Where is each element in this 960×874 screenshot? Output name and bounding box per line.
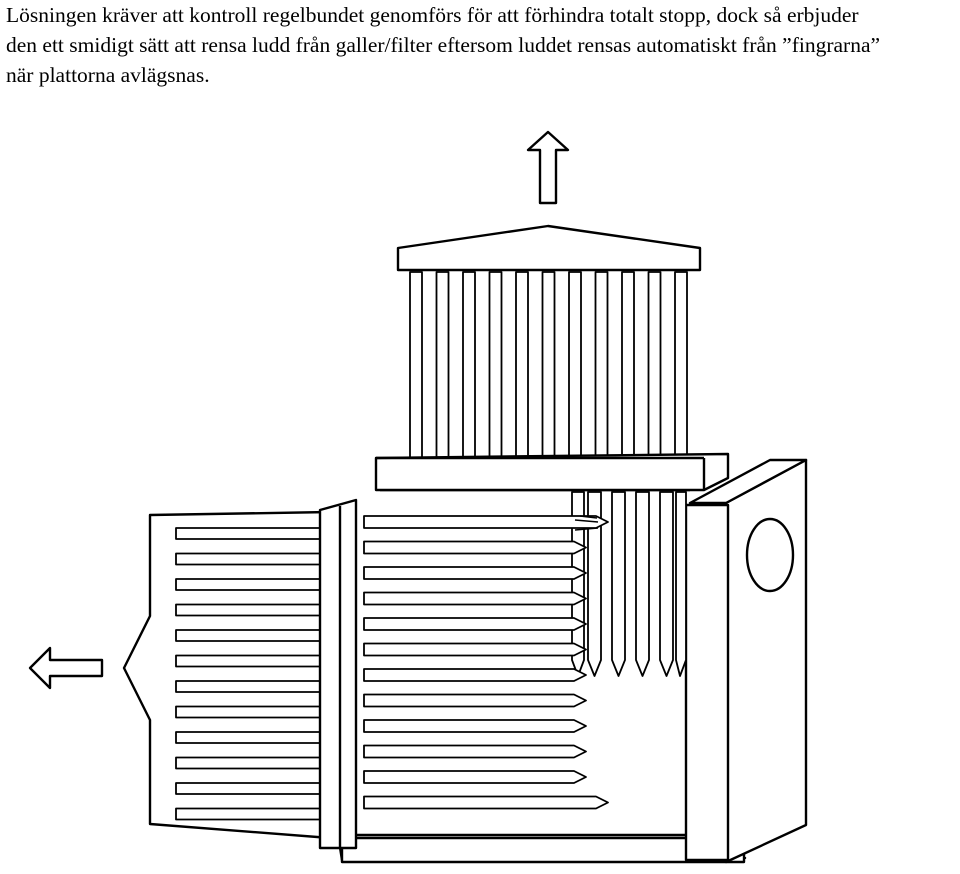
top-comb-finger (515, 271, 529, 459)
inner-finger (363, 515, 609, 529)
top-comb-plate (374, 224, 730, 492)
inner-finger (363, 719, 587, 733)
left-comb-plate (122, 498, 609, 850)
top-comb-finger (594, 271, 609, 459)
left-comb-finger (175, 527, 321, 540)
top-comb-finger (674, 271, 688, 459)
inner-finger (363, 540, 587, 555)
arrow-up-icon (526, 130, 570, 205)
top-comb-bar (374, 452, 730, 492)
top-comb-finger (409, 271, 423, 459)
top-comb-finger (647, 271, 662, 459)
housing-base-front (340, 836, 746, 864)
top-comb-finger (435, 271, 450, 459)
top-comb-finger (621, 271, 635, 459)
left-comb-finger (175, 782, 321, 795)
inner-finger (363, 668, 587, 682)
hanging-finger (611, 491, 626, 677)
top-plate-inner-fingers (571, 491, 687, 677)
left-comb-finger (175, 680, 321, 693)
top-comb-fingers (409, 271, 688, 459)
inner-finger (363, 693, 587, 708)
hanging-finger (587, 491, 602, 677)
inner-finger (363, 591, 587, 606)
housing-top-rim (688, 458, 808, 505)
top-comb-head (396, 224, 702, 272)
top-comb-finger (488, 271, 503, 459)
hanging-finger (635, 491, 650, 677)
housing-box (336, 458, 808, 864)
top-comb-finger (462, 271, 476, 459)
inner-finger (363, 617, 587, 631)
left-comb-bar (318, 498, 358, 850)
housing-right-pillar (684, 503, 730, 862)
arrow-left-icon (28, 646, 104, 690)
inner-finger (363, 795, 609, 810)
left-comb-finger (175, 731, 321, 744)
left-comb-finger (175, 705, 321, 719)
side-port-icon (745, 517, 795, 593)
caption-line-1: Lösningen kräver att kontroll regelbunde… (6, 3, 859, 27)
left-comb-finger (175, 629, 321, 642)
left-comb-finger (175, 756, 321, 770)
left-comb-finger (175, 603, 321, 617)
inner-finger (363, 770, 587, 784)
inner-finger (363, 642, 587, 657)
caption-text: Lösningen kräver att kontroll regelbunde… (6, 0, 956, 90)
inner-finger (363, 744, 587, 759)
top-comb-finger (568, 271, 582, 459)
left-plate-inner-fingers (363, 515, 609, 810)
left-comb-finger (175, 552, 321, 566)
lint-debris-marks (574, 515, 599, 531)
hanging-finger (675, 491, 687, 677)
caption-line-2: den ett smidigt sätt att rensa ludd från… (6, 33, 881, 57)
hanging-finger (659, 491, 674, 677)
caption-line-3: när plattorna avlägsnas. (6, 63, 210, 87)
left-comb-finger (175, 807, 321, 821)
left-comb-finger (175, 578, 321, 591)
inner-finger (363, 566, 587, 580)
left-comb-finger (175, 654, 321, 668)
top-comb-finger (541, 271, 556, 459)
